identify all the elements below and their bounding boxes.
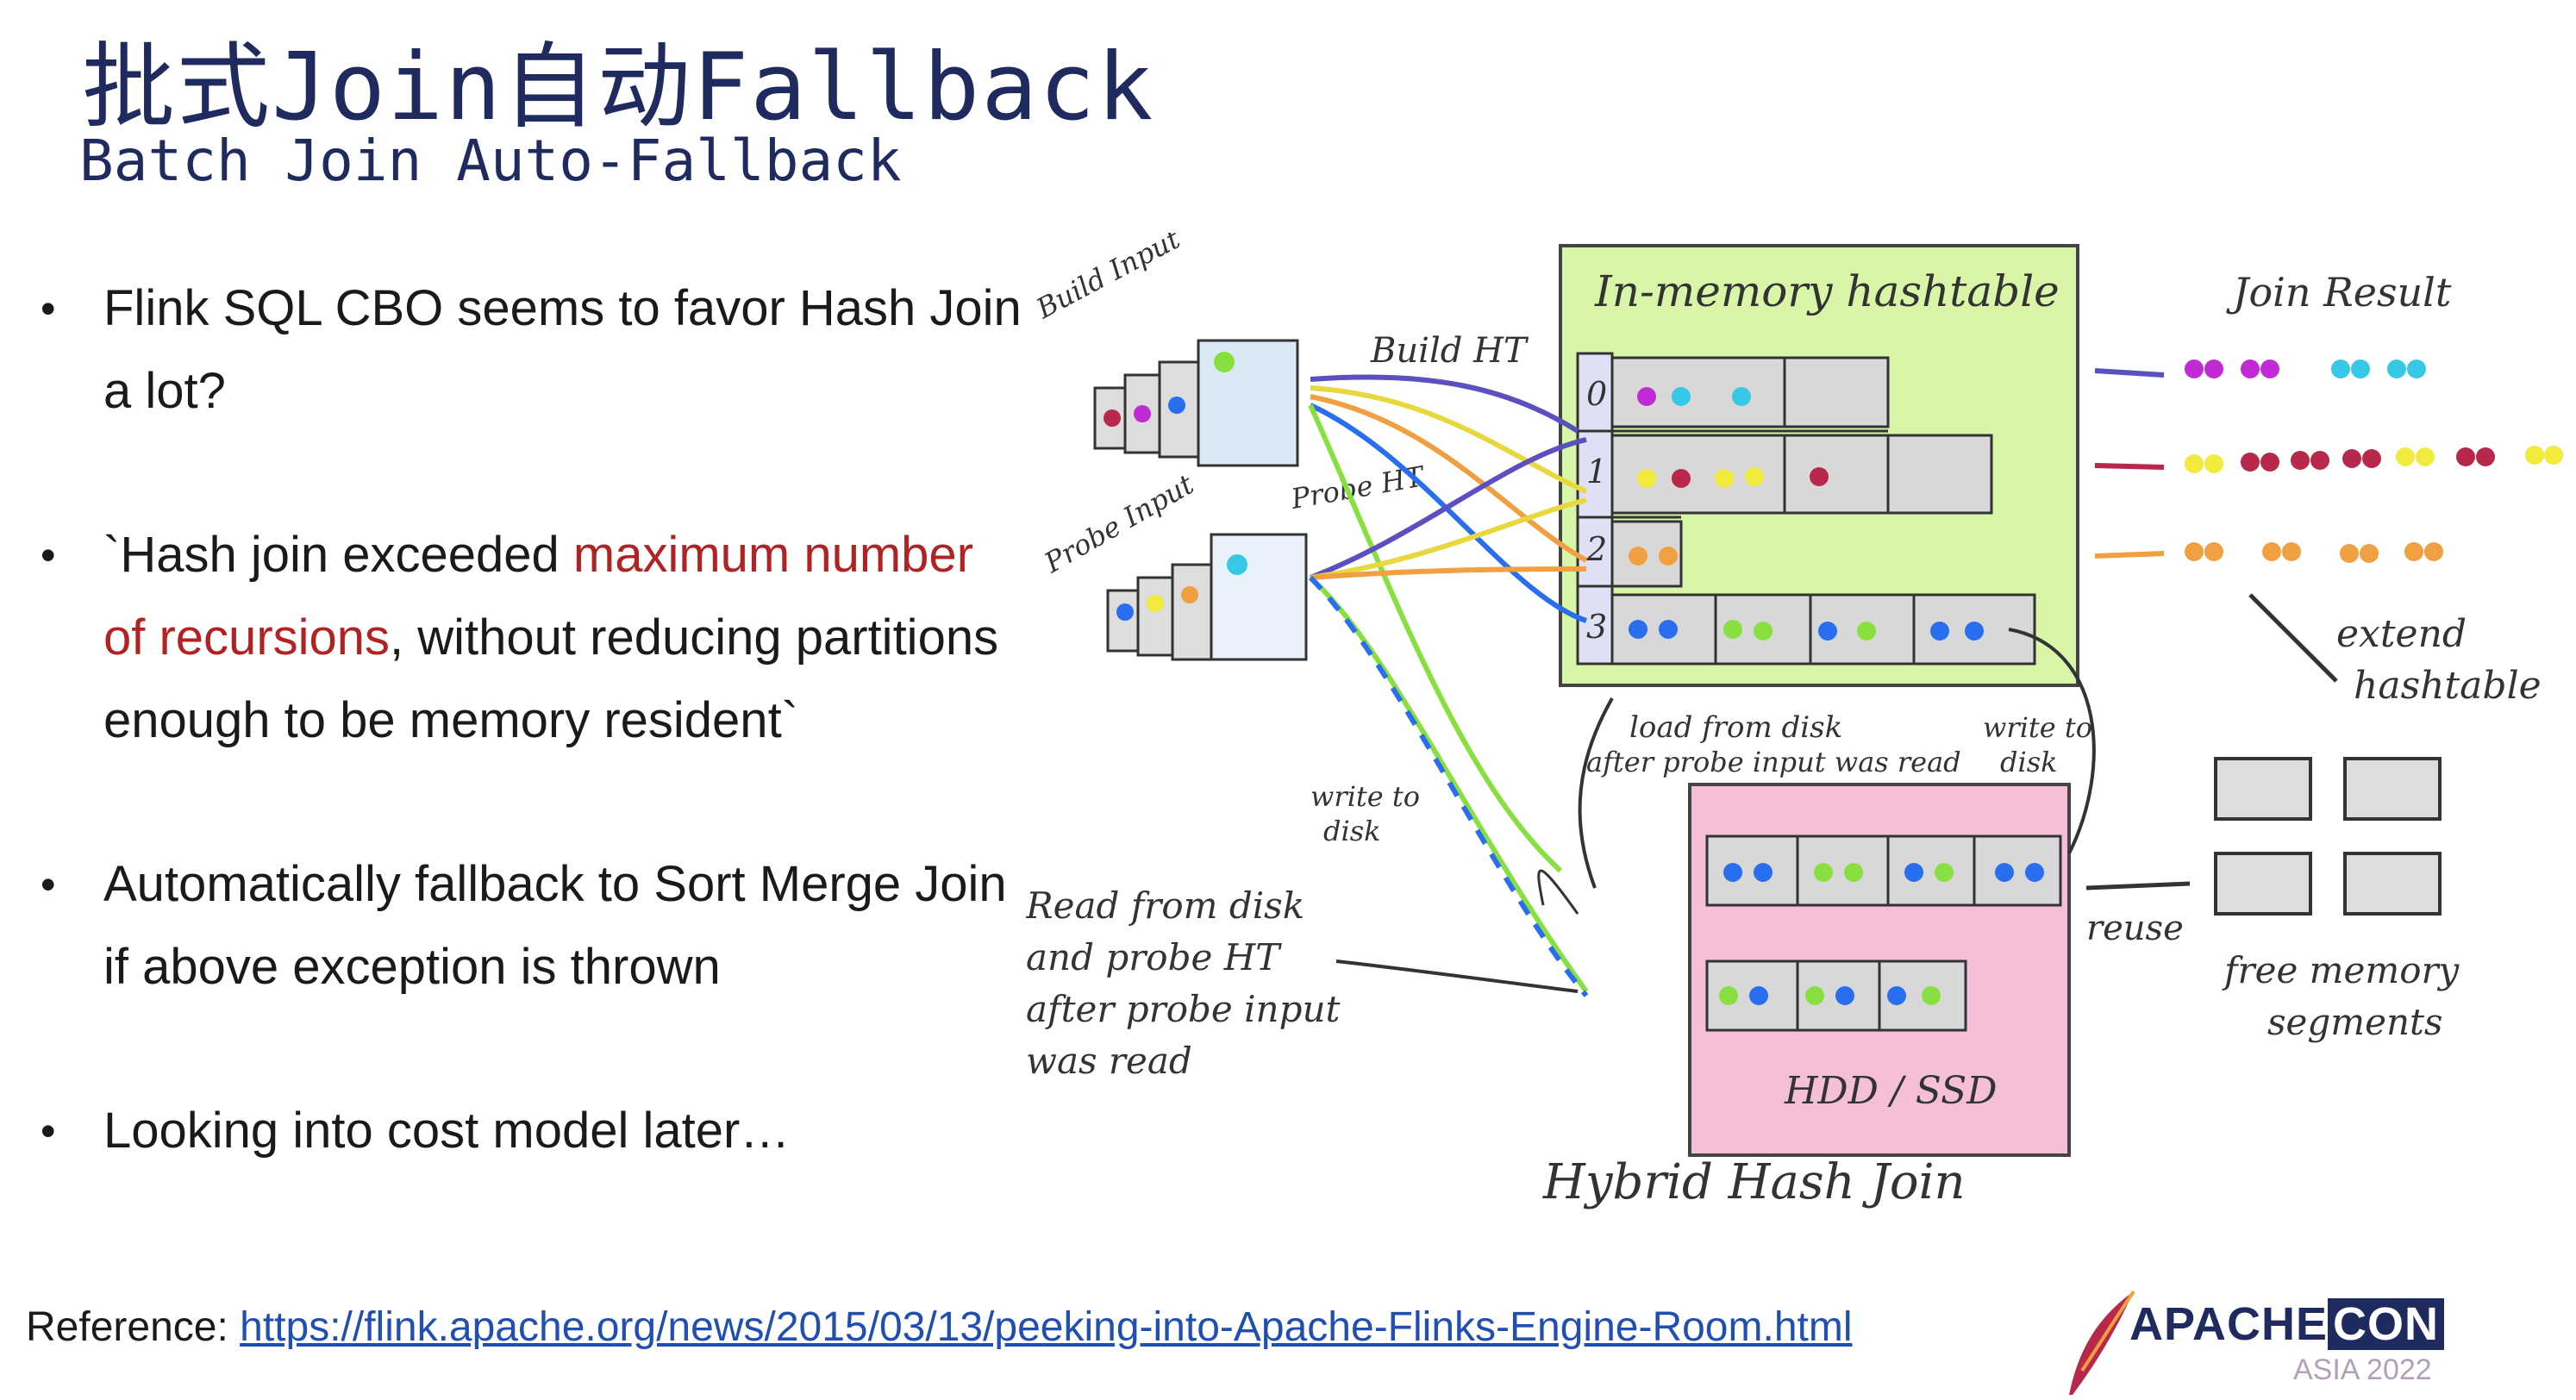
- bullet-list: Flink SQL CBO seems to favor Hash Join a…: [39, 267, 1022, 1253]
- logo-con: CON: [2328, 1298, 2445, 1350]
- slide-subtitle: Batch Join Auto-Fallback: [79, 128, 902, 194]
- probe-ht-label: Probe HT: [1288, 459, 1429, 516]
- memory-segments: [2214, 757, 2442, 916]
- reuse-label: reuse: [2086, 909, 2184, 948]
- note-write-left: disk: [1323, 815, 1381, 847]
- note-write-right: write to: [1983, 711, 2092, 744]
- bucket-dots: [1629, 387, 1984, 641]
- bullet-item: `Hash join exceeded maximum number of re…: [39, 514, 1022, 762]
- partition-label: 1: [1586, 453, 1607, 491]
- note-write-right: disk: [2000, 746, 2058, 778]
- free-memory-label: free memory: [2222, 949, 2460, 991]
- extend-label: hashtable: [2354, 664, 2542, 708]
- join-result-label: Join Result: [2226, 269, 2452, 316]
- hybrid-hash-join-diagram: In-memory hashtable 0 1 2 3 Build Input …: [1026, 233, 2563, 1210]
- partition-label: 0: [1586, 375, 1607, 413]
- bullet-item: Flink SQL CBO seems to favor Hash Join a…: [39, 267, 1022, 433]
- build-ht-label: Build HT: [1370, 331, 1529, 371]
- slide-title: 批式Join自动Fallback: [82, 34, 1155, 141]
- partition-label: 3: [1586, 608, 1607, 646]
- bullet-text: , without reducing partitions enough to …: [103, 609, 999, 748]
- note-read: and probe HT: [1026, 936, 1282, 978]
- result-dots: [2185, 359, 2563, 563]
- reference-label: Reference:: [26, 1304, 241, 1350]
- reference-link[interactable]: https://flink.apache.org/news/2015/03/13…: [240, 1304, 1853, 1350]
- bullet-text: `Hash join exceeded: [103, 527, 573, 583]
- note-read: was read: [1026, 1040, 1192, 1082]
- reference: Reference: https://flink.apache.org/news…: [26, 1303, 1853, 1351]
- note-read: Read from disk: [1026, 884, 1304, 927]
- note-read: after probe input: [1026, 988, 1341, 1030]
- note-load: load from disk: [1629, 710, 1842, 745]
- bullet-item: Automatically fallback to Sort Merge Joi…: [39, 843, 1022, 1009]
- build-input-label: Build Input: [1030, 233, 1185, 326]
- logo-subtitle: ASIA 2022: [2293, 1353, 2432, 1386]
- note-write-left: write to: [1310, 780, 1420, 813]
- hdd-label: HDD / SSD: [1784, 1069, 1998, 1113]
- in-memory-label: In-memory hashtable: [1594, 266, 2060, 316]
- logo-main: APACHE: [2129, 1298, 2329, 1350]
- extend-label: extend: [2336, 612, 2467, 656]
- bullet-highlight: maximum number of recursions: [103, 527, 974, 666]
- note-load: after probe input was read: [1586, 746, 1961, 778]
- flow-arrows: [1308, 374, 1589, 997]
- probe-input-label: Probe Input: [1038, 468, 1199, 580]
- partition-label: 2: [1585, 530, 1607, 568]
- feather-icon: [2069, 1290, 2135, 1395]
- result-arrows: [2094, 368, 2165, 559]
- hybrid-label: Hybrid Hash Join: [1542, 1154, 1966, 1210]
- free-memory-label: segments: [2267, 1001, 2442, 1043]
- bullet-item: Looking into cost model later…: [39, 1090, 1022, 1172]
